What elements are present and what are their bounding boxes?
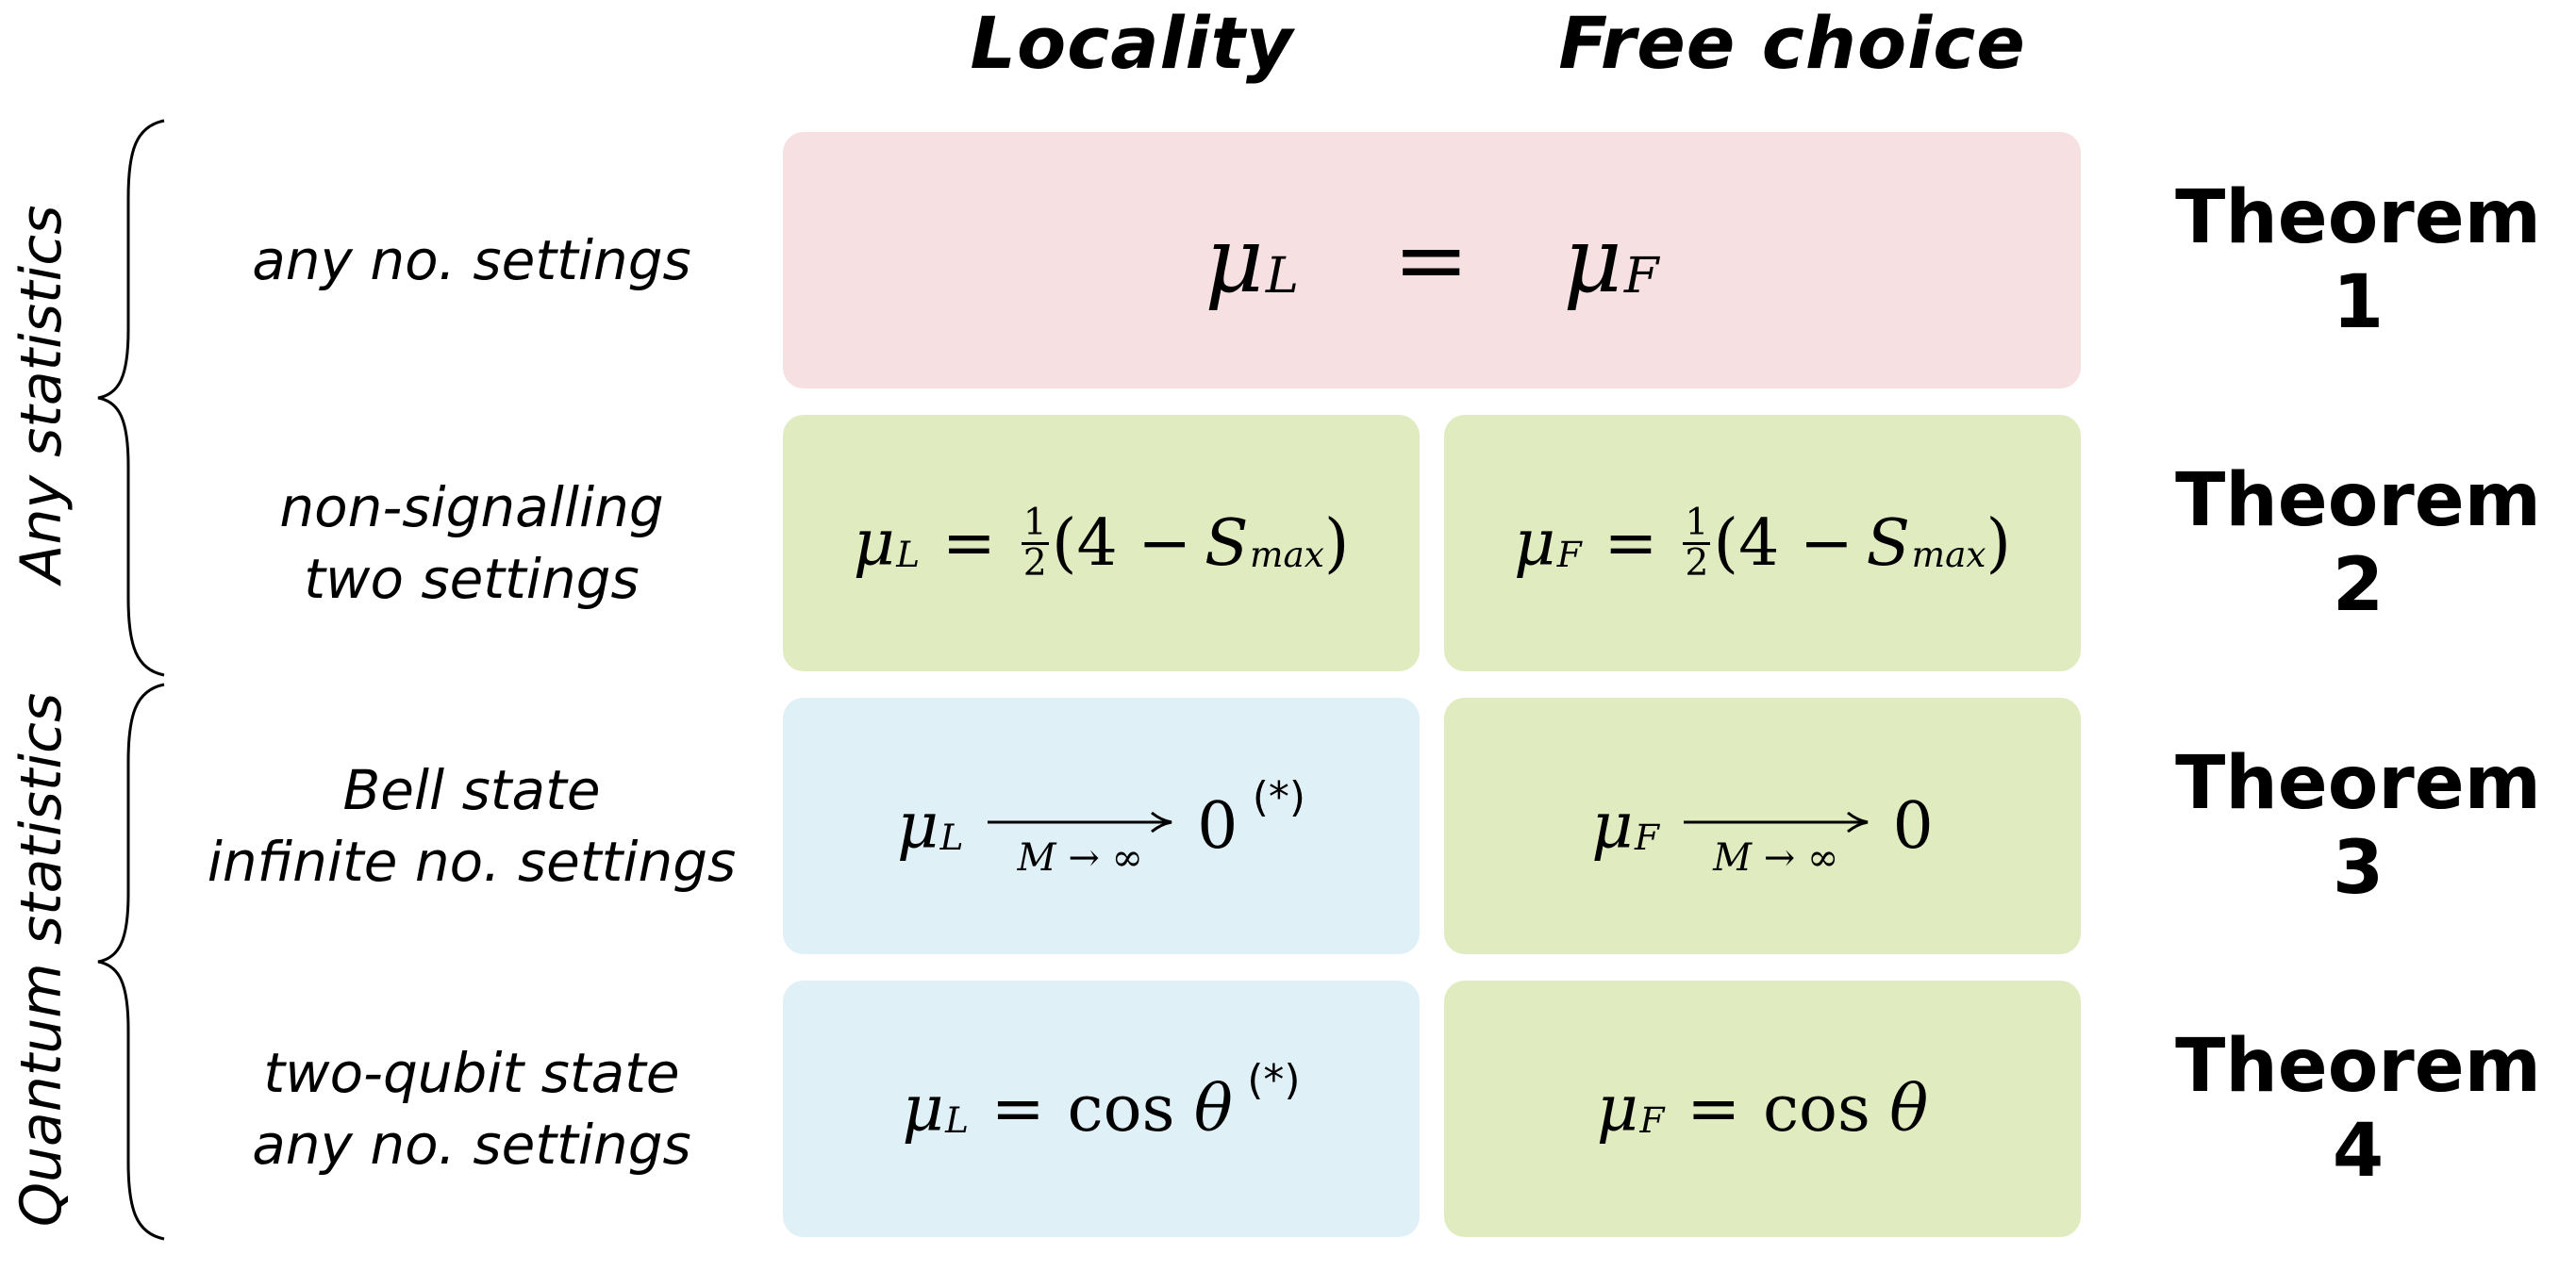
locality-header: Locality	[970, 1, 1294, 85]
row-label-4-line-1: two-qubit state	[263, 1041, 680, 1105]
row4-free-eq: =	[1687, 1071, 1741, 1147]
row2-free-open: (4 −	[1713, 505, 1853, 581]
row3-loc-sub: L	[939, 816, 964, 858]
theorem-2-label: Theorem 2	[2175, 458, 2541, 628]
row3-loc-limit-label: M → ∞	[1017, 836, 1143, 880]
row4-free-arg: θ	[1889, 1071, 1929, 1147]
free-choice-header: Free choice	[1558, 1, 2026, 85]
right-arrow-icon	[988, 811, 1172, 834]
quantum-statistics-label: Quantum statistics	[8, 692, 75, 1228]
row2-loc-eq: =	[941, 505, 996, 581]
row2-loc-s-sub: max	[1250, 533, 1324, 575]
theorem-4-label: Theorem 4	[2175, 1024, 2541, 1194]
row3-loc-note: (*)	[1252, 772, 1306, 821]
row3-loc-value: 0	[1197, 788, 1238, 864]
row2-free-den: 2	[1685, 540, 1709, 585]
row3-free-limit-arrow: M → ∞	[1682, 811, 1870, 879]
row4-loc-note: (*)	[1247, 1055, 1301, 1104]
row-label-3-line-1: Bell state	[342, 758, 601, 822]
row4-free-mu: μ	[1596, 1071, 1638, 1147]
row2-loc-mu: μ	[853, 505, 895, 581]
row3-free-value: 0	[1892, 788, 1934, 864]
row2-loc-s: S	[1204, 505, 1249, 581]
row-label-3: Bell state infinite no. settings	[158, 698, 785, 954]
row4-free-sub: F	[1639, 1098, 1665, 1141]
row-label-3-line-2: infinite no. settings	[207, 830, 737, 894]
row-label-2: non-signalling two settings	[158, 415, 785, 671]
row3-free-sub: F	[1634, 816, 1659, 858]
row-label-1: any no. settings	[158, 132, 785, 388]
row-label-1-line-1: any no. settings	[252, 228, 691, 292]
row2-free-close: )	[1986, 505, 2011, 581]
row1-lhs-sub: L	[1265, 247, 1299, 305]
row2-loc-open: (4 −	[1051, 505, 1192, 581]
row-label-2-line-2: two settings	[304, 547, 640, 611]
row4-loc-arg: θ	[1193, 1071, 1233, 1147]
row2-free-sub: F	[1556, 533, 1582, 575]
row2-loc-den: 2	[1022, 540, 1047, 585]
row2-free-s: S	[1866, 505, 1911, 581]
row-label-4-line-2: any no. settings	[252, 1113, 691, 1177]
row2-free-s-sub: max	[1911, 533, 1986, 575]
row2-loc-num: 1	[1021, 501, 1049, 545]
quantum-statistics-brace	[97, 683, 165, 1241]
theorem-3-label: Theorem 3	[2175, 741, 2541, 911]
row4-loc-eq: =	[990, 1071, 1045, 1147]
row3-loc-mu: μ	[896, 788, 939, 864]
any-statistics-label: Any statistics	[8, 205, 75, 584]
row2-free-mu: μ	[1514, 505, 1556, 581]
row3-free-limit-label: M → ∞	[1713, 836, 1839, 880]
row2-free-eq: =	[1604, 505, 1658, 581]
row1-rhs-sub: F	[1623, 247, 1659, 305]
theorem-1-label: Theorem 1	[2175, 175, 2541, 345]
row2-loc-sub: L	[896, 533, 921, 575]
any-statistics-brace	[97, 119, 165, 677]
row4-free-fn: cos	[1762, 1071, 1870, 1147]
row1-lhs-mu: μ	[1205, 207, 1264, 313]
row1-rhs-mu: μ	[1563, 207, 1622, 313]
row4-loc-sub: L	[945, 1098, 969, 1141]
row4-loc-fn: cos	[1067, 1071, 1175, 1147]
row-label-2-line-1: non-signalling	[279, 475, 664, 539]
row2-free-num: 1	[1683, 501, 1711, 545]
right-arrow-icon	[1683, 811, 1868, 834]
row4-loc-mu: μ	[902, 1071, 944, 1147]
row1-equals: =	[1392, 207, 1470, 313]
row2-loc-close: )	[1323, 505, 1350, 581]
row-label-4: two-qubit state any no. settings	[158, 981, 785, 1237]
group-braces	[97, 119, 165, 1241]
row3-loc-limit-arrow: M → ∞	[986, 811, 1174, 879]
row3-free-mu: μ	[1591, 788, 1634, 864]
